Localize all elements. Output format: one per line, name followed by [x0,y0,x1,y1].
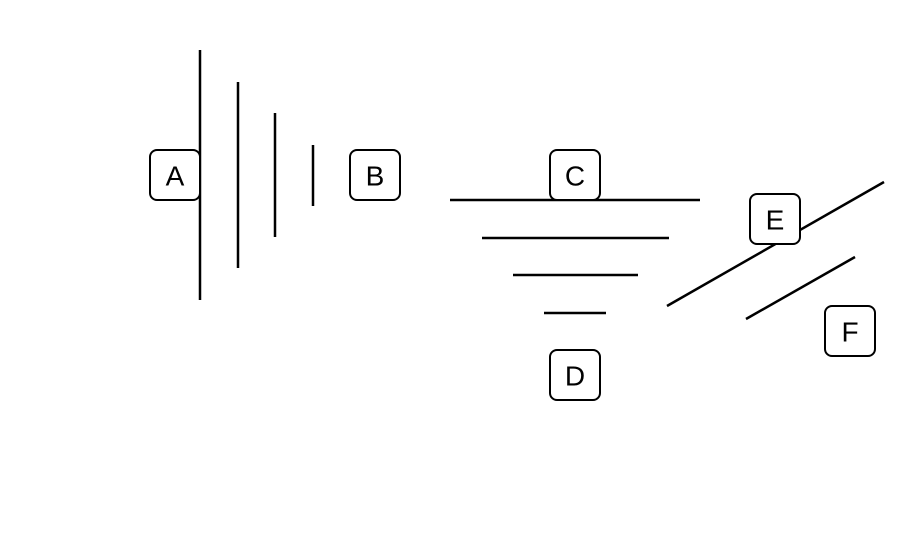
node-d-label: D [565,361,585,392]
node-f: F [824,305,876,357]
node-c: C [549,149,601,201]
node-c-label: C [565,161,585,192]
node-e: E [749,193,801,245]
node-a-label: A [166,161,185,192]
node-b-label: B [366,161,385,192]
node-e-label: E [766,205,785,236]
horizontal-line-group [450,198,700,315]
node-a: A [149,149,201,201]
node-f-label: F [841,317,858,348]
vertical-line-group [198,50,315,300]
node-d: D [549,349,601,401]
node-b: B [349,149,401,201]
diagonal-line-2 [745,255,856,321]
